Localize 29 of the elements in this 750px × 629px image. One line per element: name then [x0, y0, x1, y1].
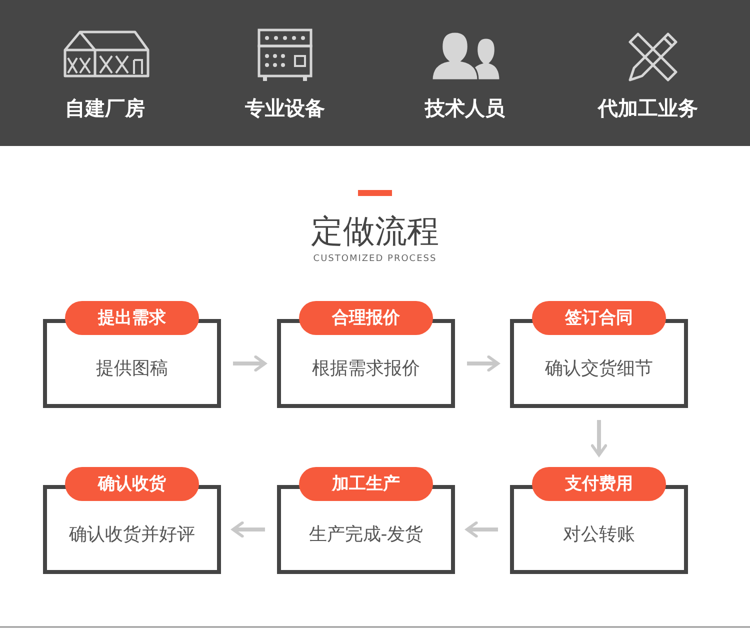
step-text: 生产完成-发货	[308, 523, 424, 546]
step-text: 确认交货细节	[544, 357, 654, 380]
feature-label: 技术人员	[425, 95, 505, 122]
step-badge: 支付费用	[532, 467, 666, 501]
arrow	[467, 355, 500, 372]
feature-label: 自建厂房	[65, 95, 145, 122]
feature-label: 代加工业务	[598, 95, 698, 122]
step-badge: 提出需求	[65, 301, 199, 335]
step-badge: 确认收货	[65, 467, 199, 501]
step-badge: 合理报价	[299, 301, 433, 335]
title: 定做流程	[311, 211, 439, 252]
arrow	[590, 420, 608, 456]
step-badge: 签订合同	[532, 301, 666, 335]
step-badge: 加工生产	[299, 467, 433, 501]
arrow	[233, 355, 266, 372]
step-card	[510, 301, 688, 408]
step-text: 根据需求报价	[311, 357, 421, 380]
step-text: 提供图稿	[95, 357, 169, 380]
arrow	[466, 521, 498, 538]
step-card	[43, 301, 221, 408]
step-card	[277, 301, 455, 408]
arrow	[232, 521, 265, 538]
step-card	[277, 467, 455, 574]
step-text: 确认收货并好评	[68, 523, 196, 546]
feature-label: 专业设备	[245, 95, 325, 122]
step-card	[43, 467, 221, 574]
step-card	[510, 467, 688, 574]
step-text: 对公转账	[562, 523, 636, 546]
subtitle: CUSTOMIZED PROCESS	[313, 254, 437, 264]
